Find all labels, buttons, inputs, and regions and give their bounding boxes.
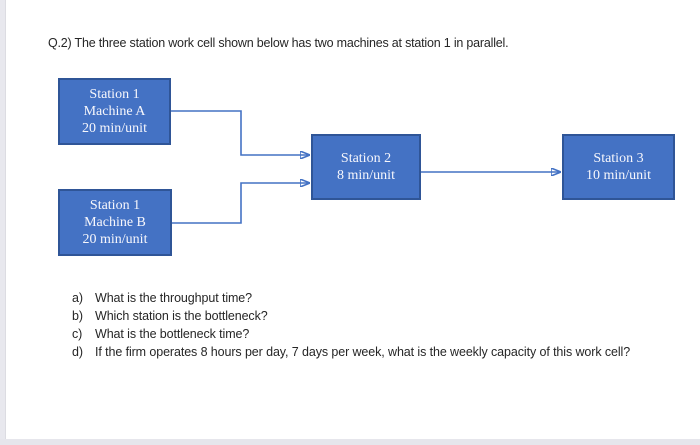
question-item-d: d) If the firm operates 8 hours per day,…: [72, 343, 630, 361]
box-line: Station 2: [340, 151, 392, 166]
question-item-c: c) What is the bottleneck time?: [72, 325, 630, 343]
question-label: b): [72, 309, 83, 323]
box-line: Station 1: [89, 87, 140, 102]
question-label: a): [72, 291, 83, 305]
box-line: Station 1: [89, 198, 141, 213]
connector-machine-a-to-station2: [170, 110, 309, 155]
flow-box-station1-machine-a: Station 1 Machine A 20 min/unit: [58, 78, 171, 145]
question-text: Which station is the bottleneck?: [95, 309, 268, 323]
question-text: What is the bottleneck time?: [95, 327, 250, 341]
question-label: d): [72, 345, 83, 359]
box-line: Station 3: [593, 151, 644, 166]
box-line: 20 min/unit: [82, 232, 148, 247]
connector-machine-b-to-station2: [172, 183, 309, 224]
question-header: Q.2) The three station work cell shown b…: [48, 36, 509, 50]
question-item-b: b) Which station is the bottleneck?: [72, 307, 630, 325]
question-text: What is the throughput time?: [95, 291, 253, 305]
box-line: Machine A: [83, 104, 146, 119]
question-text: If the firm operates 8 hours per day, 7 …: [95, 345, 631, 359]
box-line: 20 min/unit: [82, 121, 147, 136]
flow-box-station2: Station 2 8 min/unit: [311, 134, 421, 200]
flow-box-station1-machine-b: Station 1 Machine B 20 min/unit: [58, 189, 172, 256]
box-line: Machine B: [84, 215, 146, 230]
box-line: 10 min/unit: [586, 168, 651, 183]
page-left-edge: [0, 0, 6, 445]
page-bottom-edge: [0, 439, 700, 445]
flow-box-station3: Station 3 10 min/unit: [562, 134, 675, 200]
question-label: c): [72, 327, 83, 341]
sub-questions-list: a) What is the throughput time? b) Which…: [72, 289, 630, 361]
box-line: 8 min/unit: [337, 168, 395, 183]
question-item-a: a) What is the throughput time?: [72, 289, 630, 307]
